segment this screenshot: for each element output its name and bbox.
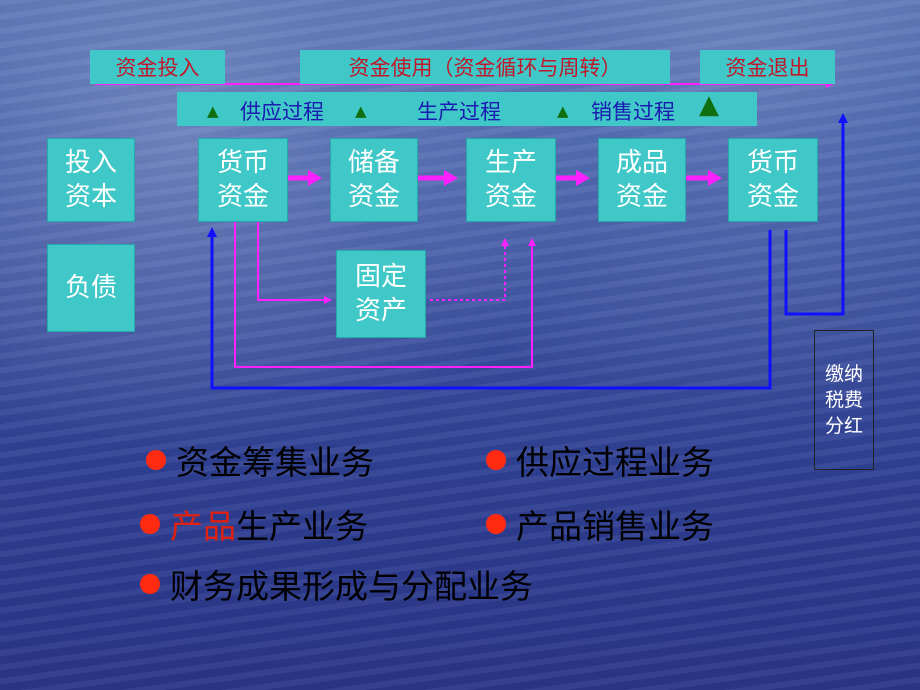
- box-money-funds-2: 货币 资金: [728, 138, 818, 222]
- box-money-funds-1: 货币 资金: [198, 138, 288, 222]
- phase-production: 生产过程: [417, 100, 501, 124]
- arrow-money-loop-to-production: [234, 222, 536, 368]
- header-use: 资金使用（资金循环与周转）: [300, 50, 670, 84]
- arrow-exit-path: [784, 113, 848, 316]
- arrow-money-to-fixed-assets: [257, 222, 332, 304]
- bullet-dot-icon: [140, 574, 160, 594]
- bullet-dot-icon: [146, 450, 166, 470]
- box-tax-dividends: 缴纳 税费 分红: [814, 330, 874, 470]
- bullet-sales: 产品销售业务: [486, 500, 714, 548]
- bullet-production: 产品生产业务: [140, 500, 368, 548]
- header-invest: 资金投入: [90, 50, 225, 84]
- box-reserve-funds: 储备 资金: [330, 138, 418, 222]
- bullet-dot-icon: [486, 450, 506, 470]
- box-production-funds: 生产 资金: [466, 138, 556, 222]
- triangle-icon: ▲: [699, 90, 719, 120]
- bullet-dot-icon: [486, 514, 506, 534]
- bullet-fund-raising: 资金筹集业务: [146, 436, 374, 484]
- box-finished-goods-funds: 成品 资金: [598, 138, 686, 222]
- phase-supply: 供应过程: [240, 100, 324, 124]
- triangle-icon: ▲: [557, 102, 569, 120]
- box-fixed-assets: 固定 资产: [336, 250, 426, 338]
- header-exit: 资金退出: [700, 50, 835, 84]
- bullet-supply-process: 供应过程业务: [486, 436, 714, 484]
- arrow-return-loop: [207, 227, 772, 390]
- arrow-fixed-assets-to-production: [430, 238, 509, 301]
- triangle-icon: ▲: [355, 102, 367, 120]
- bullet-financial-results: 财务成果形成与分配业务: [140, 560, 533, 608]
- box-invested-capital: 投入 资本: [47, 138, 135, 222]
- bullet-dot-icon: [140, 514, 160, 534]
- phase-bar: ▲ 供应过程 ▲ 生产过程 ▲ 销售过程 ▲: [177, 90, 757, 126]
- triangle-icon: ▲: [207, 102, 219, 120]
- box-liabilities: 负债: [47, 244, 135, 332]
- phase-sales: 销售过程: [591, 100, 675, 124]
